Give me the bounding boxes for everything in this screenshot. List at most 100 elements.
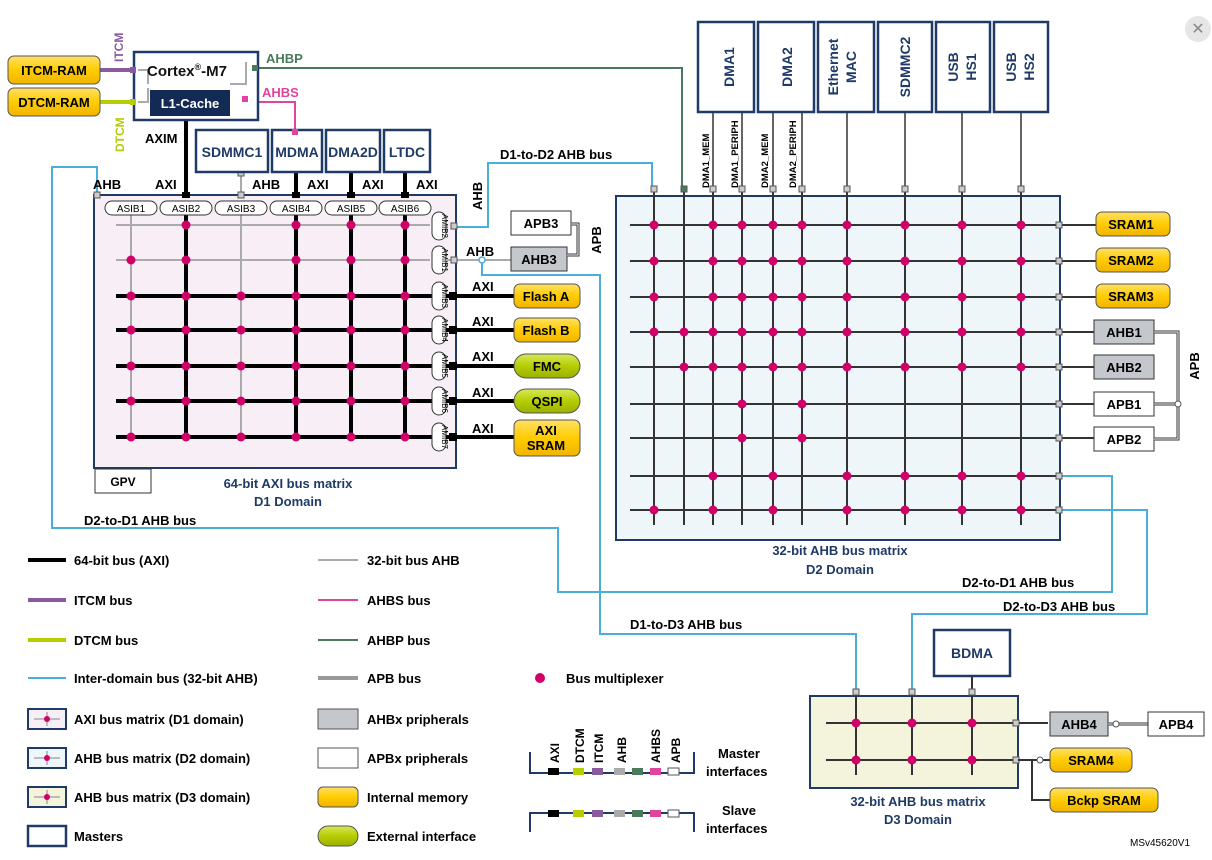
ahb3-label: AHB3 <box>521 252 556 267</box>
amib-label: AMIB2 <box>440 214 449 239</box>
bus-multiplexer <box>708 471 718 481</box>
apb-label: APB <box>589 226 604 253</box>
axi-label: AXI <box>472 349 494 364</box>
bus-multiplexer <box>907 755 917 765</box>
tcm-memories: ITCM-RAM DTCM-RAM <box>7 55 101 117</box>
d1-memories: Flash A Flash B FMC QSPI AXI SRAM <box>513 283 581 457</box>
bus-multiplexer <box>649 220 659 230</box>
bus-multiplexer <box>181 220 191 230</box>
bus-multiplexer <box>768 220 778 230</box>
dma2-mem-label: DMA2_MEM <box>760 134 771 188</box>
bus-multiplexer <box>291 325 301 335</box>
ahb-label: AHB <box>252 177 280 192</box>
amib-label: AMIB6 <box>440 389 449 414</box>
bus-multiplexer <box>842 220 852 230</box>
legend-masters: Masters <box>74 829 123 844</box>
axi-label: AXI <box>472 421 494 436</box>
dtcm-label: DTCM <box>113 117 127 152</box>
bus-multiplexer <box>1016 362 1026 372</box>
ahbp-bus-line <box>258 67 683 190</box>
bus-multiplexer <box>1016 220 1026 230</box>
asib-label: ASIB1 <box>117 204 146 215</box>
bus-multiplexer <box>400 255 410 265</box>
bus-multiplexer <box>1016 327 1026 337</box>
d1-to-d2-label: D1-to-D2 AHB bus <box>500 147 612 162</box>
bus-multiplexer <box>708 292 718 302</box>
cortex-suffix: -M7 <box>201 63 227 80</box>
dma1-label: DMA1 <box>721 47 737 87</box>
bdma-box <box>932 628 1012 678</box>
amib-label: AMIB1 <box>440 248 449 273</box>
d3-title-2: D3 Domain <box>884 812 952 827</box>
d2-master-port <box>709 185 717 193</box>
legend-ahb-matrix-d3: AHB bus matrix (D3 domain) <box>74 790 250 805</box>
d2-master-port <box>680 185 688 193</box>
bus-multiplexer <box>957 362 967 372</box>
usb-hs1-label-1: USB <box>945 52 961 82</box>
asib-ports: ASIB1 ASIB2 ASIB3 ASIB4 ASIB5 ASIB6 <box>104 200 432 216</box>
bus-multiplexer <box>236 361 246 371</box>
d2-to-d3-label: D2-to-D3 AHB bus <box>1003 599 1115 614</box>
dma1-mem-label: DMA1_MEM <box>701 134 712 188</box>
close-icon[interactable]: ✕ <box>1185 16 1211 42</box>
bus-multiplexer <box>737 362 747 372</box>
sram1-label: SRAM1 <box>1108 217 1154 232</box>
bus-multiplexer <box>737 256 747 266</box>
d1-slave-axi-labels: AXI AXI AXI AXI AXI <box>472 279 494 436</box>
apb3-label: APB3 <box>524 216 559 231</box>
ahbs-label: AHBS <box>262 85 299 100</box>
bus-multiplexer <box>181 361 191 371</box>
sdmmc2-label: SDMMC2 <box>897 36 913 97</box>
mdma-label: MDMA <box>275 144 319 160</box>
apb4-label: APB4 <box>1159 717 1194 732</box>
ahbp-label: AHBP <box>266 51 303 66</box>
itcm-label: ITCM <box>112 33 126 62</box>
ltdc-label: LTDC <box>389 144 425 160</box>
bus-multiplexer <box>649 292 659 302</box>
d2-master-port <box>738 185 746 193</box>
bus-multiplexer <box>708 256 718 266</box>
cortex-name: Cortex <box>147 63 195 80</box>
apb3-box <box>510 210 572 236</box>
bus-multiplexer <box>842 292 852 302</box>
bus-multiplexer <box>181 432 191 442</box>
usb-hs1-label-2: HS1 <box>963 53 979 80</box>
cortex-m7-master: Cortex®-M7 L1-Cache <box>130 50 260 122</box>
axi-label: AXI <box>472 279 494 294</box>
d2-slave-port <box>1055 472 1063 480</box>
amib-label: AMIB4 <box>440 318 449 343</box>
l1-cache-label: L1-Cache <box>161 96 220 111</box>
asib-label: ASIB4 <box>282 204 311 215</box>
bus-multiplexer <box>291 255 301 265</box>
d2-masters: DMA1 DMA2 Ethernet MAC SDMMC2 USB HS1 US… <box>696 20 1050 114</box>
sram3-label: SRAM3 <box>1108 289 1154 304</box>
d2-slave-port <box>1055 434 1063 442</box>
amib-label: AMIB5 <box>440 354 449 379</box>
bus-multiplexer <box>842 256 852 266</box>
d2-title-2: D2 Domain <box>806 562 874 577</box>
legend-ahbp: AHBP bus <box>367 633 430 648</box>
amib-label: AMIB7 <box>440 425 449 450</box>
d3-multiplexers <box>851 718 977 765</box>
d2-master-port <box>958 185 966 193</box>
axi-sram-label-2: SRAM <box>527 438 565 453</box>
fmc-label: FMC <box>533 359 562 374</box>
iface-col: ITCM <box>592 734 606 763</box>
bus-multiplexer <box>1016 505 1026 515</box>
bus-multiplexer <box>649 327 659 337</box>
bus-multiplexer <box>957 292 967 302</box>
asib-label: ASIB2 <box>172 204 201 215</box>
dtcm-ram-label: DTCM-RAM <box>18 95 89 110</box>
bus-multiplexer <box>842 327 852 337</box>
d2-slave-port <box>1055 506 1063 514</box>
dma2d-label: DMA2D <box>328 144 378 160</box>
usb-hs2-label-2: HS2 <box>1021 53 1037 80</box>
asib-label: ASIB3 <box>227 204 256 215</box>
bus-multiplexer <box>708 362 718 372</box>
bus-multiplexer <box>768 362 778 372</box>
iface-col: APB <box>669 737 683 763</box>
d1-to-d3-label: D1-to-D3 AHB bus <box>630 617 742 632</box>
amib-label: AMIB3 <box>440 284 449 309</box>
dma2-label: DMA2 <box>779 47 795 87</box>
d2-multiplexers <box>649 220 1026 515</box>
